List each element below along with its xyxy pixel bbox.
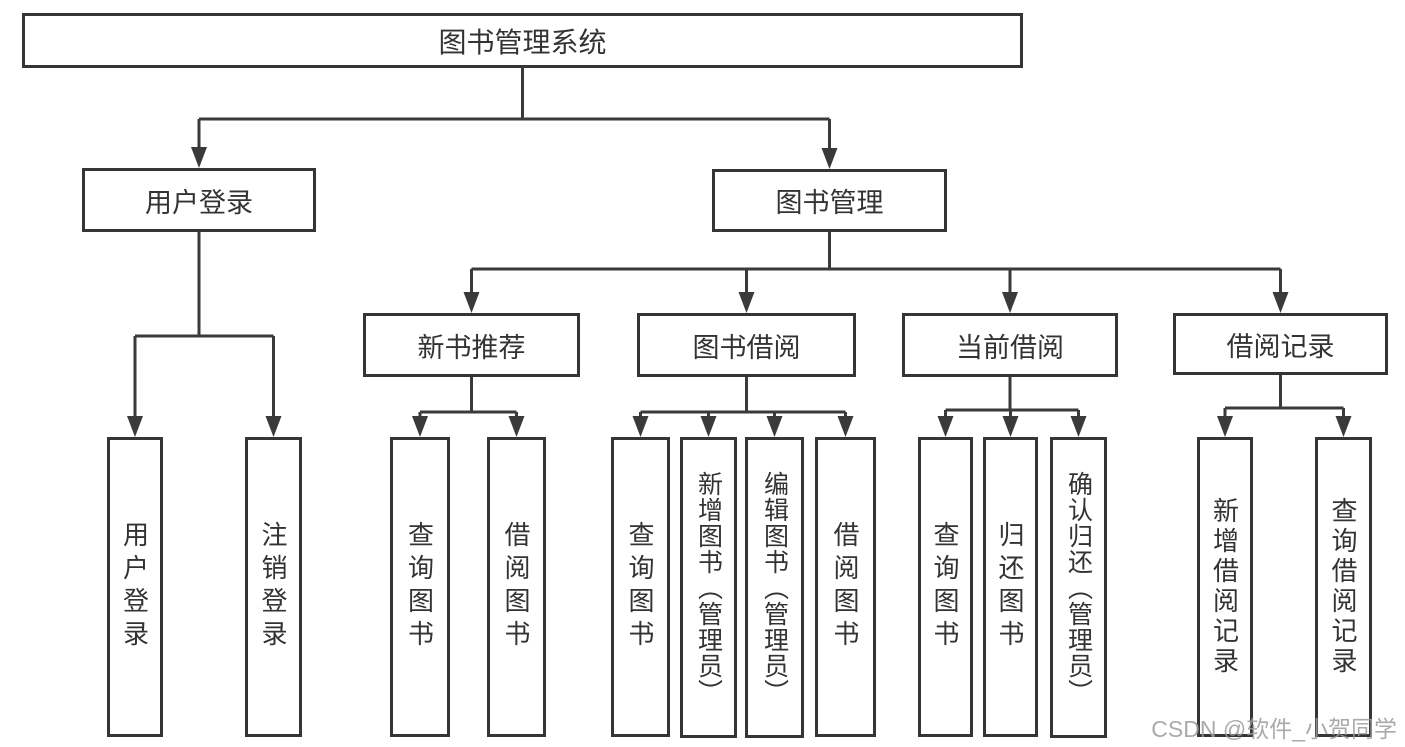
arrow-down-icon xyxy=(1217,416,1233,437)
arrow-down-icon xyxy=(1002,292,1018,313)
arrow-down-icon xyxy=(1272,292,1289,313)
arrow-down-icon xyxy=(127,416,143,437)
arrow-down-icon xyxy=(738,292,755,313)
node-return-books: 归还图书 xyxy=(983,437,1038,737)
arrow-down-icon xyxy=(821,148,838,169)
node-add-books-admin: 新增图书（管理员） xyxy=(680,437,737,738)
arrow-down-icon xyxy=(412,416,428,437)
connector-lines xyxy=(133,68,1345,420)
node-add-borrow-record: 新增借阅记录 xyxy=(1197,437,1253,737)
node-current-borrowing: 当前借阅 xyxy=(902,313,1118,377)
node-logout: 注销登录 xyxy=(245,437,302,737)
node-newbook-query-books: 查询图书 xyxy=(390,437,450,737)
node-book-borrowing: 图书借阅 xyxy=(637,313,856,377)
node-confirm-return-admin: 确认归还（管理员） xyxy=(1050,437,1107,738)
arrow-down-icon xyxy=(700,416,717,437)
arrow-down-icon xyxy=(1002,416,1019,437)
node-library-management-system: 图书管理系统 xyxy=(22,13,1023,68)
node-user-login-group: 用户登录 xyxy=(82,168,316,232)
node-query-borrow-record: 查询借阅记录 xyxy=(1315,437,1372,737)
node-newbook-borrow-books: 借阅图书 xyxy=(487,437,546,737)
node-borrowing-borrow-books: 借阅图书 xyxy=(815,437,876,737)
node-edit-books-admin: 编辑图书（管理员） xyxy=(745,437,804,738)
arrow-down-icon xyxy=(937,416,954,437)
arrow-down-icon xyxy=(1070,416,1087,437)
csdn-watermark: CSDN @软件_小贺同学 xyxy=(1151,716,1397,742)
arrow-down-icon xyxy=(632,416,649,437)
node-new-book-recommend: 新书推荐 xyxy=(363,313,580,377)
node-current-query-books: 查询图书 xyxy=(918,437,973,737)
node-user-login: 用户登录 xyxy=(107,437,163,737)
node-borrowing-records: 借阅记录 xyxy=(1173,313,1388,375)
node-borrowing-query-books: 查询图书 xyxy=(611,437,670,737)
arrow-down-icon xyxy=(1335,416,1352,437)
arrow-down-icon xyxy=(508,416,525,437)
arrow-down-icon xyxy=(265,416,282,437)
node-book-management: 图书管理 xyxy=(712,169,947,232)
arrow-down-icon xyxy=(766,416,783,437)
arrow-down-icon xyxy=(837,416,854,437)
arrow-down-icon xyxy=(191,147,207,168)
arrow-down-icon xyxy=(463,292,480,313)
arrowheads xyxy=(127,147,1352,437)
